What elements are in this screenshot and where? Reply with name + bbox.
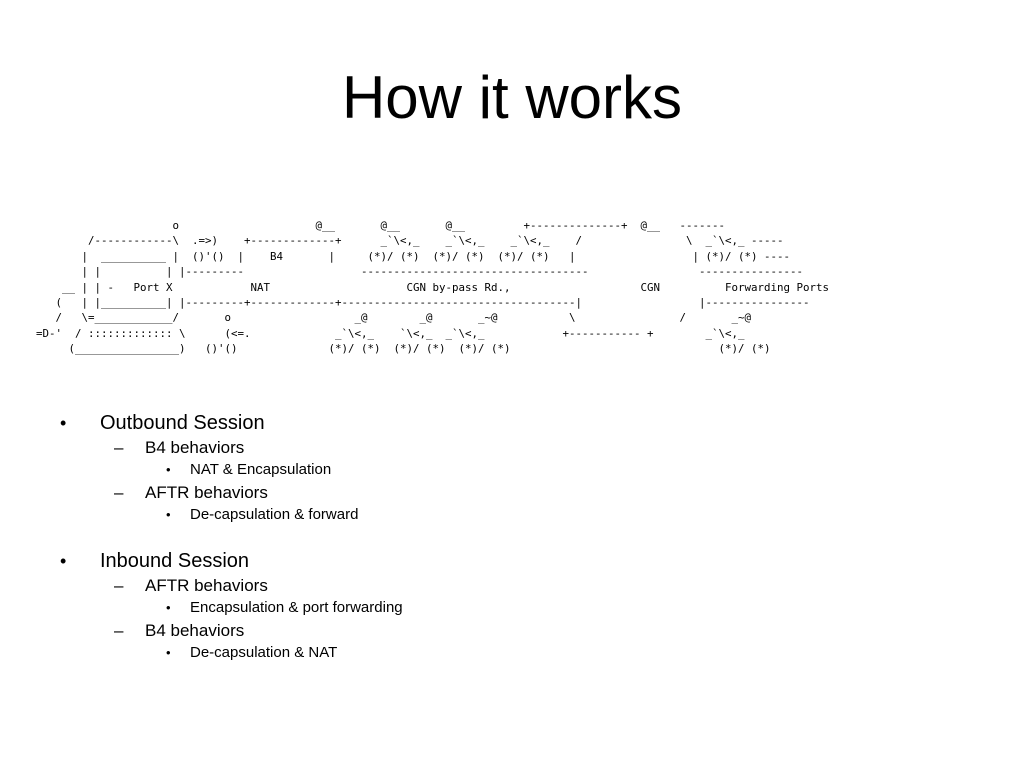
detail-item: • De-capsulation & NAT [60, 642, 960, 664]
bullet-list: • Outbound Session – B4 behaviors • NAT … [60, 410, 960, 664]
diagram-line: / \=____________/ o _@ _@ _~@ \ / _~@ [36, 311, 752, 325]
bullet-marker: • [166, 462, 171, 477]
ascii-diagram: o @__ @__ @__ +--------------+ @__ -----… [36, 218, 829, 357]
dash-marker: – [114, 576, 124, 595]
diagram-line: ( | |__________| |---------+------------… [36, 296, 810, 310]
bullet-marker: • [166, 645, 171, 660]
subsection-label: AFTR behaviors [145, 483, 268, 502]
detail-label: De-capsulation & NAT [190, 644, 338, 661]
section-gap [60, 526, 960, 548]
diagram-line: | | | |--------- -----------------------… [36, 265, 804, 279]
subsection-item: – AFTR behaviors [60, 574, 960, 597]
diagram-line: (________________) ()'() (*)/ (*) (*)/ (… [36, 342, 771, 356]
detail-item: • NAT & Encapsulation [60, 459, 960, 481]
diagram-line: o @__ @__ @__ +--------------+ @__ -----… [36, 219, 726, 232]
subsection-item: – B4 behaviors [60, 436, 960, 459]
detail-label: Encapsulation & port forwarding [190, 599, 403, 616]
dash-marker: – [114, 483, 124, 502]
bullet-marker: • [60, 413, 67, 433]
subsection-label: B4 behaviors [145, 438, 245, 457]
detail-label: NAT & Encapsulation [190, 461, 332, 478]
bullet-marker: • [166, 507, 171, 522]
subsection-item: – AFTR behaviors [60, 481, 960, 504]
detail-label: De-capsulation & forward [190, 506, 359, 523]
diagram-line: /------------\ .=>) +-------------+ _`\<… [36, 234, 784, 248]
subsection-label: B4 behaviors [145, 621, 245, 640]
subsection-item: – B4 behaviors [60, 619, 960, 642]
section-label: Inbound Session [100, 550, 250, 572]
slide-title: How it works [341, 64, 683, 131]
dash-marker: – [114, 621, 124, 640]
subsection-label: AFTR behaviors [145, 576, 268, 595]
bullet-marker: • [166, 600, 171, 615]
diagram-line: __ | | - Port X NAT CGN by-pass Rd., CGN… [36, 280, 830, 294]
section-label: Outbound Session [100, 412, 265, 434]
dash-marker: – [114, 438, 124, 457]
diagram-line: =D-' / ::::::::::::: \ (<=. _`\<,_ `\<,_… [36, 326, 745, 340]
detail-item: • De-capsulation & forward [60, 504, 960, 526]
diagram-line: | __________ | ()'() | B4 | (*)/ (*) (*)… [36, 249, 791, 263]
detail-item: • Encapsulation & port forwarding [60, 597, 960, 619]
bullet-marker: • [60, 551, 67, 571]
section-heading: • Inbound Session [60, 548, 960, 574]
section-heading: • Outbound Session [60, 410, 960, 436]
